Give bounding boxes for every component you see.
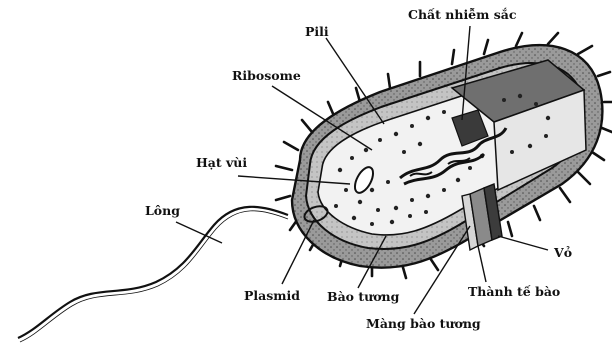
label-plasmid: Plasmid: [244, 290, 300, 303]
cut-edge-layers: [462, 184, 502, 250]
label-capsule: Vỏ: [554, 247, 572, 260]
label-cytoplasm: Bào tương: [327, 291, 399, 304]
flagellum: [18, 207, 288, 338]
label-inclusion: Hạt vùi: [196, 157, 247, 170]
label-ribosome: Ribosome: [232, 70, 301, 83]
label-cell-wall: Thành tế bào: [468, 286, 560, 299]
label-pili: Pili: [305, 26, 329, 39]
label-chromatin: Chất nhiễm sắc: [408, 9, 516, 22]
label-cell-membrane: Màng bào tương: [366, 318, 481, 331]
label-flagellum: Lông: [145, 205, 180, 218]
